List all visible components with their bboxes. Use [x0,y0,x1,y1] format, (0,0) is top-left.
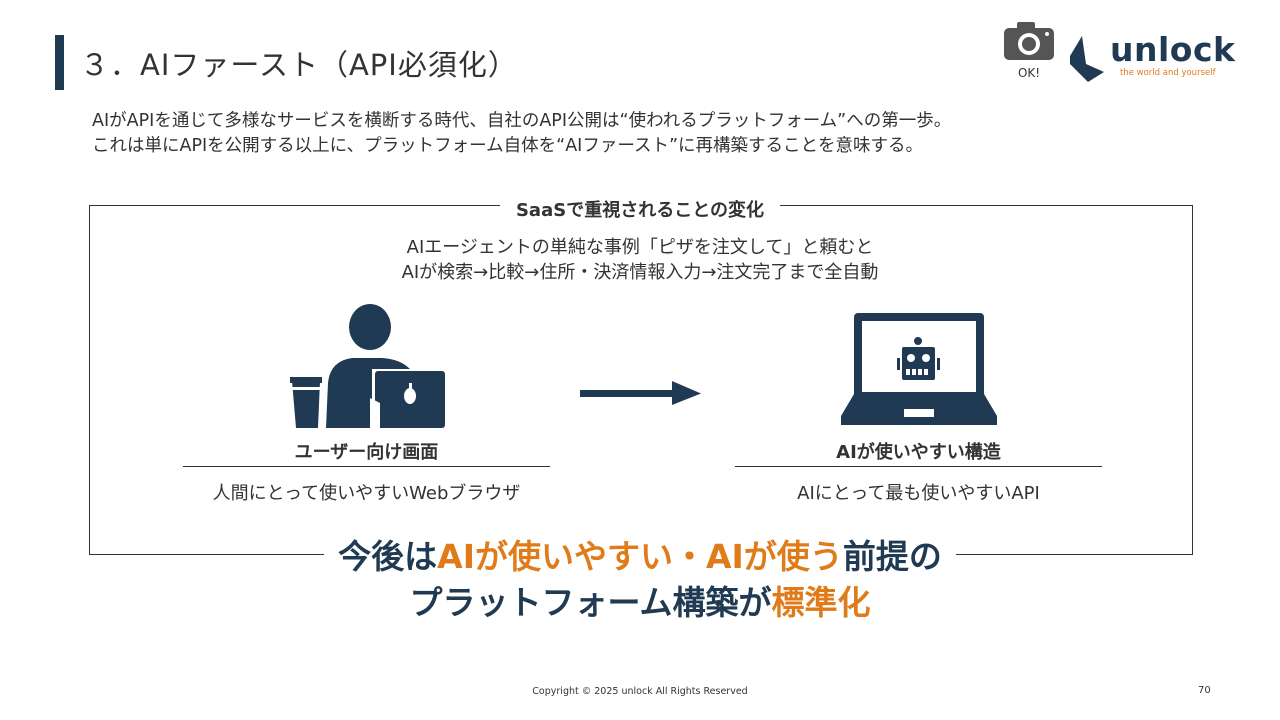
logo-text: unlock [1110,30,1236,69]
copyright: Copyright © 2025 unlock All Rights Reser… [532,686,748,697]
camera-label: OK! [1017,66,1041,80]
logo-mark-icon [1070,36,1104,82]
conclusion-part: プラットフォーム構築が [409,583,772,622]
conclusion-text: 今後はAIが使いやすい・AIが使う前提の プラットフォーム構築が標準化 [0,534,1280,626]
camera-icon [1004,22,1054,60]
description-line-2: これは単にAPIを公開する以上に、プラットフォーム自体を“AIファースト”に再構… [92,136,924,156]
box-heading: SaaSで重視されることの変化 [499,200,781,221]
right-subtext: AIにとって最も使いやすいAPI [797,483,1040,504]
left-divider [183,466,550,467]
unlock-logo [1068,34,1108,88]
example-line-2: AIが検索→比較→住所・決済情報入力→注文完了まで全自動 [401,262,879,283]
conclusion-highlight: 標準化 [771,583,871,622]
title-accent-bar [55,35,64,90]
logo-tagline: the world and yourself [1120,68,1216,78]
right-divider [735,466,1102,467]
conclusion-part: 前提の [842,537,942,576]
page-title: ３．AIファースト（API必須化） [80,48,518,82]
left-subtext: 人間にとって使いやすいWebブラウザ [212,483,521,504]
conclusion-highlight: AIが使いやすい・AIが使う [437,537,843,576]
right-arrow-icon [580,381,701,405]
conclusion-part: 今後は [338,537,438,576]
camera-ok-badge: OK! [1003,20,1055,82]
page-number: 70 [1198,685,1211,696]
robot-laptop-icon [841,313,997,425]
example-line-1: AIエージェントの単純な事例「ピザを注文して」と頼むと [406,237,874,258]
left-label: ユーザー向け画面 [294,442,439,463]
description-line-1: AIがAPIを通じて多様なサービスを横断する時代、自社のAPI公開は“使われるプ… [92,111,952,131]
person-laptop-icon [290,304,445,428]
right-label: AIが使いやすい構造 [836,442,1001,463]
